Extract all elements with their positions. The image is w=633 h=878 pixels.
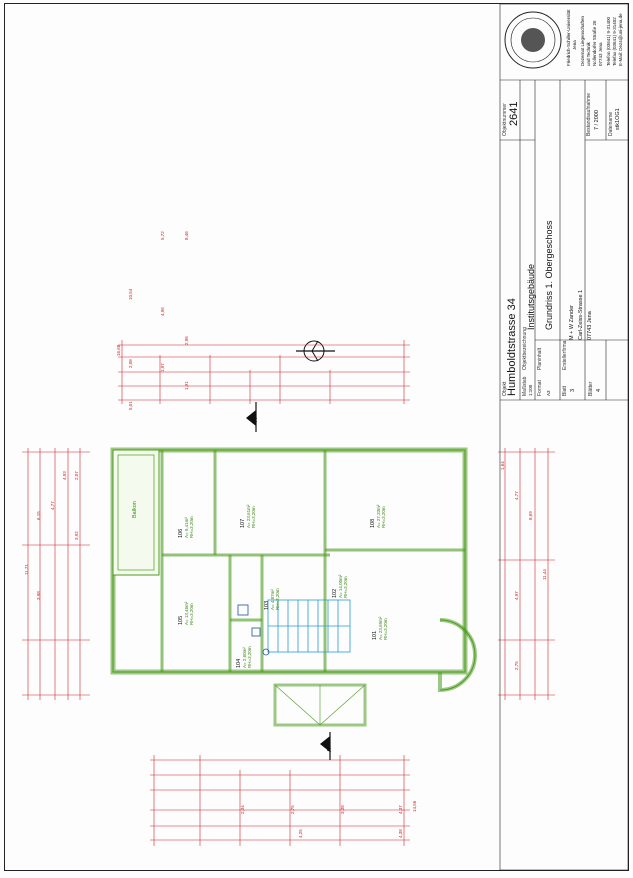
label-format: Format <box>537 380 543 396</box>
label-planinhalt: Planinhalt <box>537 348 543 370</box>
label-ersteller: Erstellerfirma <box>562 340 568 370</box>
blatt-value: 3 <box>570 388 576 392</box>
dezernat-line-4: 07743 Jena <box>598 42 603 66</box>
ersteller-line-1: M + W Zander <box>569 305 575 340</box>
university-line-1: Friedrich-Schiller-Universität <box>566 9 571 66</box>
section-marker-icon <box>246 402 331 760</box>
ersteller-line-3: 07743 Jena <box>587 311 593 340</box>
building-walls <box>110 447 477 727</box>
university-line-2: Jena <box>572 40 577 50</box>
staircase <box>267 599 351 653</box>
university-seal-icon <box>504 11 562 69</box>
dimension-lines-left <box>22 448 90 700</box>
contact-fax: Telefax (03641) 9-31402 <box>612 17 617 66</box>
north-arrow-icon <box>296 340 335 362</box>
ersteller-line-2: Carl-Zeiss-Strasse 1 <box>578 289 584 340</box>
sheet-border <box>4 3 629 871</box>
bestandsaufnahme-value: 7 / 2000 <box>594 110 600 130</box>
objektbezeichnung-value: Institutsgebäude <box>526 263 536 330</box>
massstab-value: 1:100 <box>528 384 533 396</box>
label-bestandsaufnahme: Bestandsaufnahme <box>586 92 592 136</box>
label-dateiname: Dateiname <box>608 111 614 136</box>
contact-phone: Telefon (03641) 9-31400 <box>606 16 611 66</box>
label-blaetter: Blätter <box>588 381 594 396</box>
label-blatt: Blatt <box>562 385 568 396</box>
objekt-value: Humboldtstrasse 34 <box>506 298 518 396</box>
dezernat-line-1: Dezernat Liegenschaften <box>580 15 585 66</box>
dezernat-line-3: Nollendorfer Straße 26 <box>592 20 597 66</box>
label-objektbezeichnung: Objektbezeichnung <box>522 327 528 370</box>
dimension-lines-top <box>118 340 410 404</box>
contact-email: E-Mail: Dez4@uni-jena.de <box>618 13 623 66</box>
objektnummer-value: 2641 <box>508 101 520 126</box>
sanitary-icon <box>237 604 270 656</box>
dateiname-value: stk1OG1 <box>615 108 621 130</box>
blaetter-value: 4 <box>596 388 602 392</box>
dezernat-line-2: und Technik <box>586 42 591 66</box>
dimension-lines-bottom <box>150 755 410 846</box>
dimension-lines-right <box>498 448 555 700</box>
format-value: A3 <box>546 390 551 396</box>
planinhalt-value: Grundriss 1. Obergeschoss <box>544 220 554 330</box>
